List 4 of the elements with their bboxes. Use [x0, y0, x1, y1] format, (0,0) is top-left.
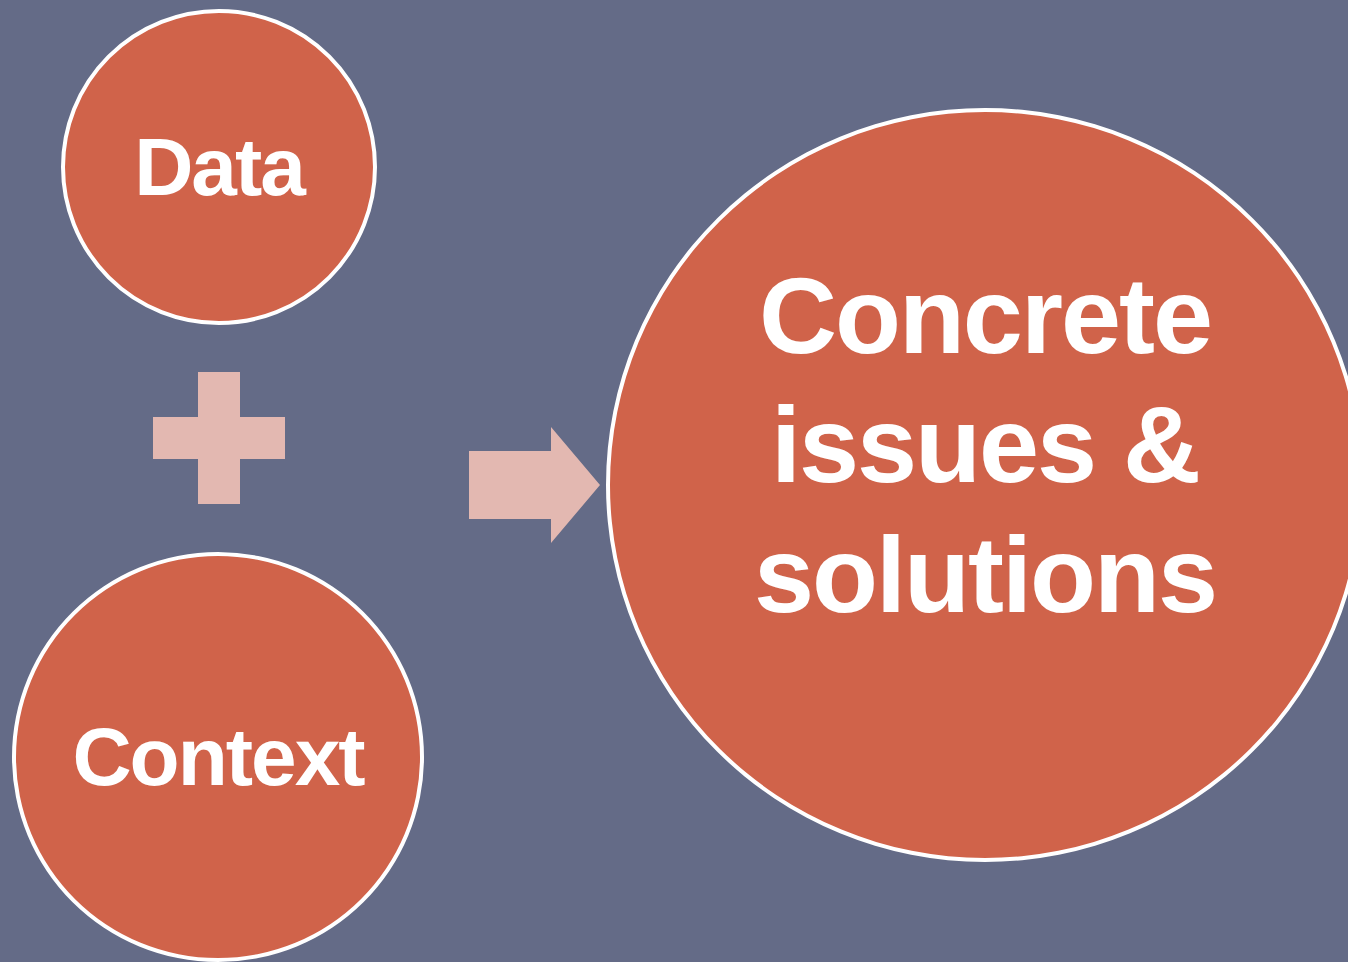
block-arrow — [469, 427, 600, 543]
node-label: Context — [72, 711, 364, 803]
node-label: Data — [134, 121, 304, 213]
node-label: Concrete issues & solutions — [753, 253, 1217, 637]
